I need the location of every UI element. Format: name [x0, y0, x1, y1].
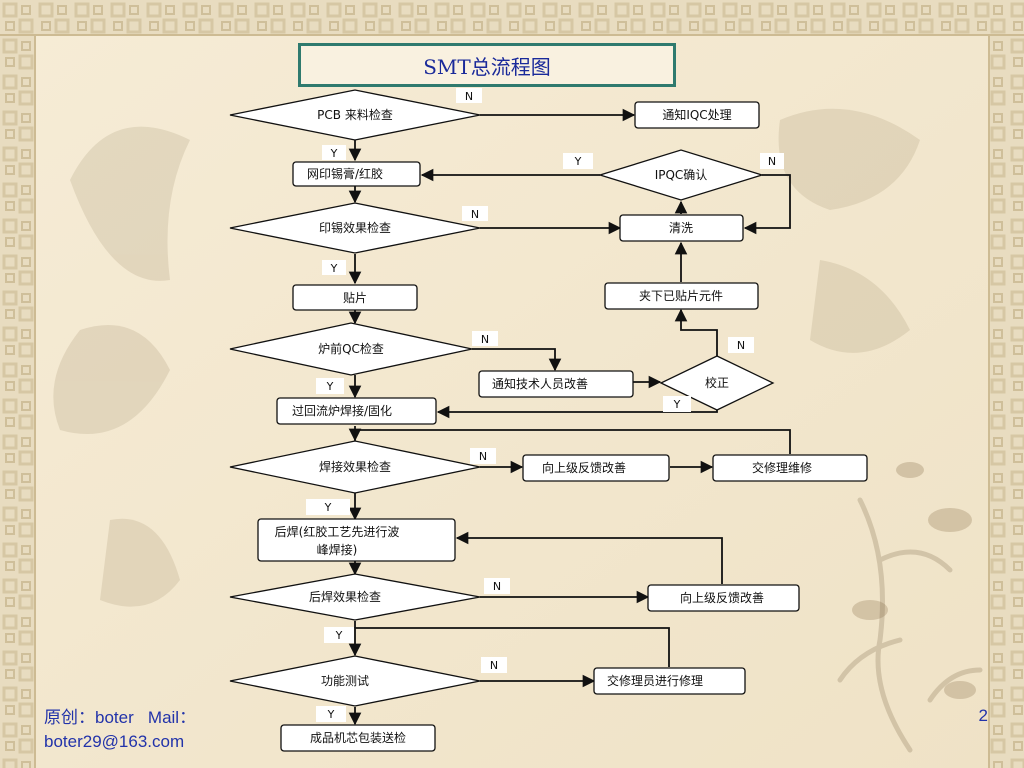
process-mount: 贴片 [292, 284, 418, 311]
label-y6: Y [327, 708, 335, 721]
label-y-correct: Y [673, 398, 681, 411]
footer-credit-email: boter29@163.com [44, 732, 185, 751]
decision-function-test: 功能测试 [229, 655, 481, 707]
decision-ipqc-confirm-label: IPQC确认 [655, 168, 708, 182]
label-n5: N [493, 580, 501, 593]
process-notify-iqc-label: 通知IQC处理 [662, 108, 731, 122]
label-box-y5: Y [324, 627, 354, 643]
label-n6: N [490, 659, 498, 672]
process-pack-label: 成品机芯包装送检 [310, 730, 406, 745]
label-box-n6: N [481, 657, 507, 673]
process-pack: 成品机芯包装送检 [280, 724, 436, 752]
edge-qc-to-tech [472, 348, 562, 372]
process-print-paste: 网印锡膏/红胶 [292, 161, 421, 187]
process-remove-parts: 夹下已贴片元件 [604, 282, 759, 310]
process-reflow-label: 过回流炉焊接/固化 [292, 403, 392, 418]
label-n-correct: N [737, 339, 745, 352]
label-n2: N [471, 208, 479, 221]
decision-preoven-qc: 炉前QC检查 [229, 322, 473, 376]
label-box-n1: N [456, 88, 482, 103]
process-repair-1: 交修理维修 [712, 454, 868, 482]
label-box-n5: N [484, 578, 510, 594]
process-post-solder: 后焊(红胶工艺先进行波 峰焊接) [257, 518, 456, 562]
label-n3: N [481, 333, 489, 346]
label-box-y2: Y [322, 260, 346, 275]
footer-credit: 原创：boter Mail： boter29@163.com [44, 706, 244, 754]
edge-correct-to-remove [674, 308, 718, 356]
label-box-y1: Y [322, 145, 346, 160]
process-reflow: 过回流炉焊接/固化 [276, 397, 437, 425]
decision-print-check-label: 印锡效果检查 [319, 220, 391, 235]
process-notify-tech: 通知技术人员改善 [478, 370, 634, 398]
edge-feedback2-to-post [455, 531, 723, 584]
label-y-ipqc: Y [574, 155, 582, 168]
process-mount-label: 贴片 [343, 291, 367, 305]
label-n-ipqc: N [768, 155, 776, 168]
decision-print-check: 印锡效果检查 [229, 202, 481, 254]
process-repair-2: 交修理员进行修理 [593, 667, 746, 695]
decision-correct-label: 校正 [705, 375, 729, 390]
edge-ipqc-no-to-clean [743, 174, 791, 235]
decision-function-test-label: 功能测试 [321, 673, 369, 688]
label-y4: Y [324, 501, 332, 514]
edge-repair1-to-reflow [348, 428, 791, 454]
label-box-y4: Y [306, 499, 350, 515]
edge-repair2-to-func [348, 627, 670, 667]
label-y3: Y [326, 380, 334, 393]
footer-credit-line-1: 原创：boter Mail： [44, 708, 197, 727]
process-post-solder-label-1: 后焊(红胶工艺先进行波 [275, 524, 400, 539]
process-post-solder-label-2: 峰焊接) [317, 542, 358, 557]
label-box-y-correct: Y [663, 396, 691, 412]
process-feedback-up-1: 向上级反馈改善 [522, 454, 670, 482]
label-box-n-correct: N [728, 337, 754, 353]
slide-title: SMT总流程图 [298, 43, 676, 87]
label-box-n-ipqc: N [760, 153, 784, 169]
label-y1: Y [330, 147, 338, 160]
decision-preoven-qc-label: 炉前QC检查 [318, 341, 384, 356]
label-n4: N [479, 450, 487, 463]
process-print-paste-label: 网印锡膏/红胶 [307, 166, 383, 181]
decision-solder-check: 焊接效果检查 [229, 440, 481, 494]
label-n1: N [465, 90, 473, 103]
decision-solder-check-label: 焊接效果检查 [319, 459, 391, 474]
process-repair-2-label: 交修理员进行修理 [607, 673, 703, 688]
page-number: 2 [978, 706, 988, 725]
process-feedback-up-2: 向上级反馈改善 [647, 584, 800, 612]
process-clean: 清洗 [619, 214, 744, 242]
process-notify-tech-label: 通知技术人员改善 [492, 376, 588, 391]
label-box-n4: N [470, 448, 496, 464]
label-box-y3: Y [316, 378, 344, 394]
process-remove-parts-label: 夹下已贴片元件 [639, 289, 723, 303]
label-box-n2: N [462, 206, 488, 221]
label-y5: Y [335, 629, 343, 642]
decision-post-check: 后焊效果检查 [229, 573, 481, 621]
label-y2: Y [330, 262, 338, 275]
decision-pcb-check-label: PCB 来料检查 [317, 107, 393, 122]
process-feedback-up-2-label: 向上级反馈改善 [680, 590, 764, 605]
process-clean-label: 清洗 [669, 221, 693, 235]
decision-pcb-check: PCB 来料检查 [229, 89, 481, 141]
label-box-y-ipqc: Y [563, 153, 593, 169]
process-feedback-up-1-label: 向上级反馈改善 [542, 460, 626, 475]
decision-post-check-label: 后焊效果检查 [309, 589, 381, 604]
process-repair-1-label: 交修理维修 [752, 460, 812, 475]
label-box-y6: Y [316, 706, 346, 722]
decision-ipqc-confirm: IPQC确认 [597, 149, 765, 201]
process-notify-iqc: 通知IQC处理 [634, 101, 760, 129]
label-box-n3: N [472, 331, 498, 346]
